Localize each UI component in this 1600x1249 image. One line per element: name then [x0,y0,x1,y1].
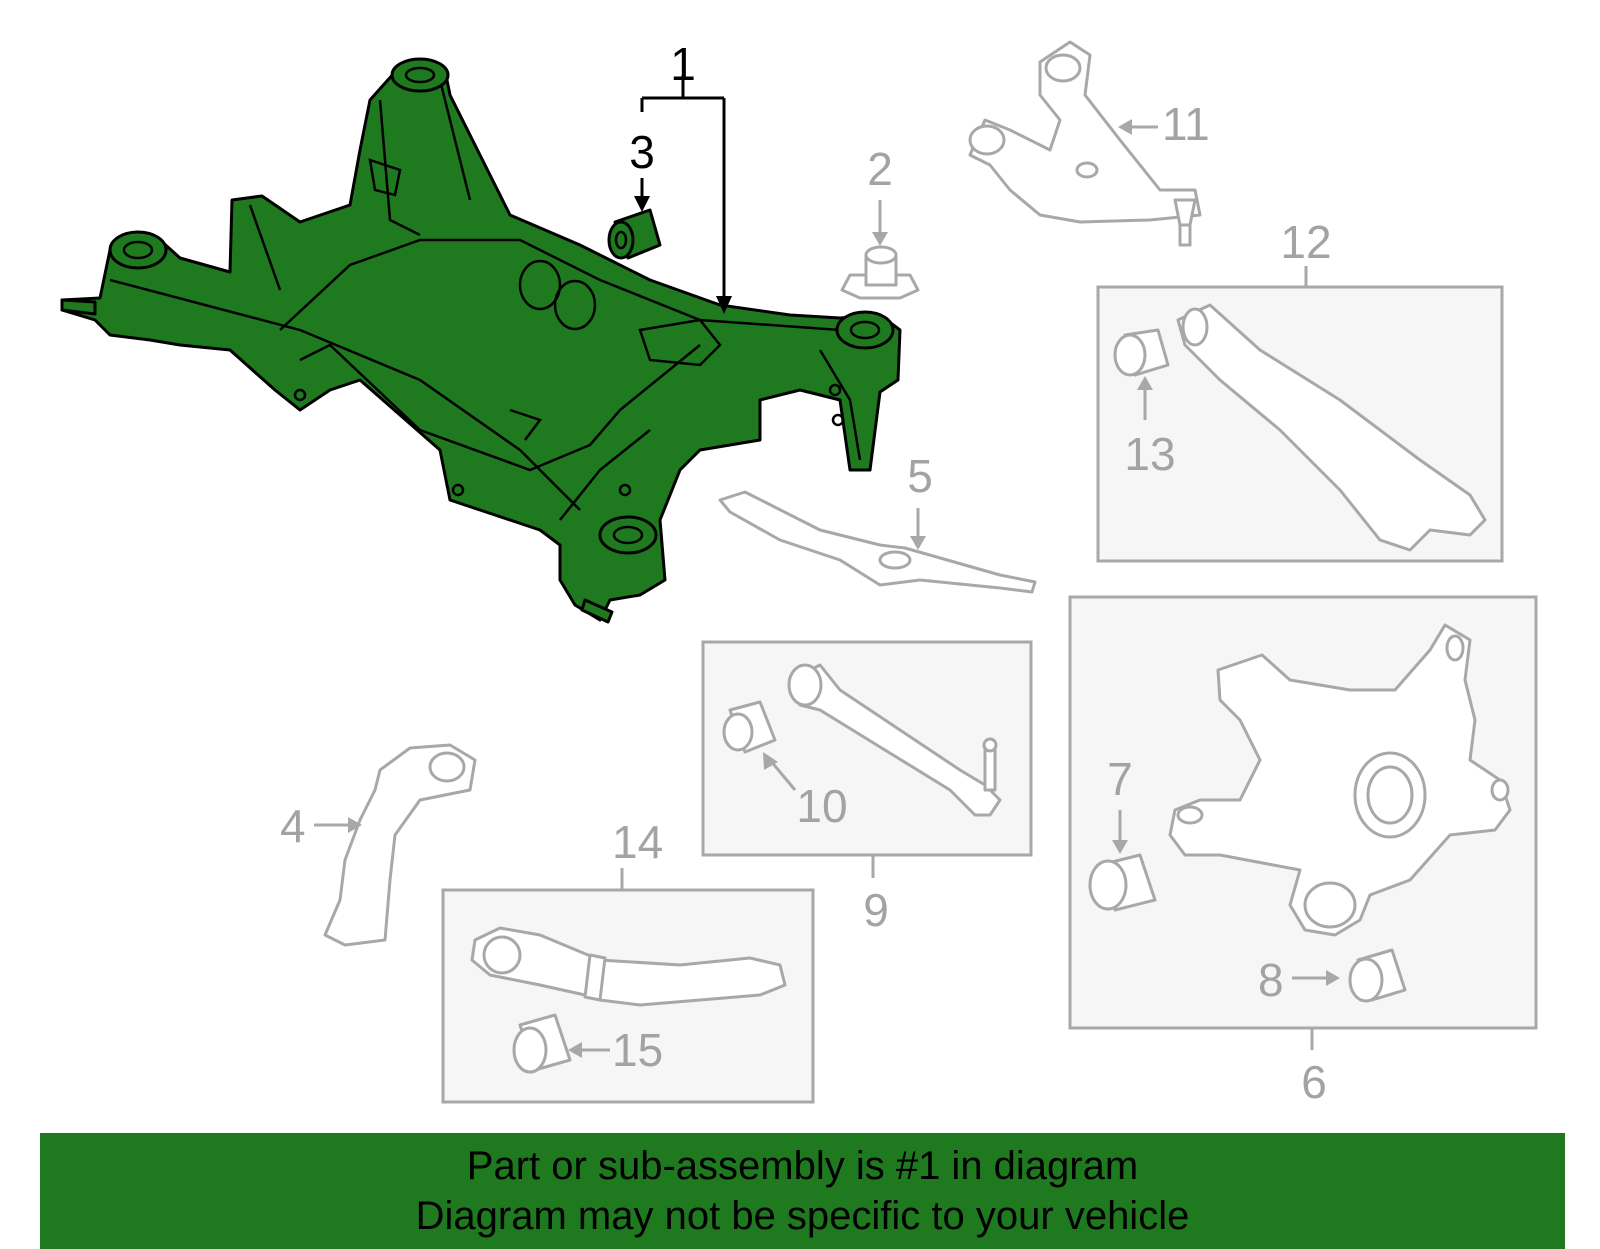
lateral-arm-part-12[interactable] [1176,303,1487,552]
callout-6: 6 [1301,1056,1327,1108]
callout-12: 12 [1280,216,1331,268]
callout-1: 1 [670,38,696,90]
disclaimer-banner: Part or sub-assembly is #1 in diagram Di… [40,1133,1565,1249]
bushing-part-15[interactable] [512,1013,572,1074]
callout-15: 15 [612,1024,663,1076]
callout-11: 11 [1162,98,1210,150]
callout-2-arrow [872,200,888,246]
toe-link-part-9[interactable] [787,663,1002,817]
bushing-part-8[interactable] [1348,948,1407,1003]
banner-line-1: Part or sub-assembly is #1 in diagram [466,1144,1139,1188]
stiffener-part-5[interactable] [718,490,1037,594]
bushing-part-10[interactable] [722,700,777,754]
callout-15-arrow [568,1042,610,1058]
callout-13-arrow [1137,376,1153,420]
subframe-assembly-part-1[interactable] [60,57,902,624]
bracket-part-4[interactable] [323,743,477,947]
bushing-part-7[interactable] [1088,853,1157,912]
trailing-arm-part-14[interactable] [470,926,787,1007]
callout-5-arrow [910,508,926,550]
callout-3-arrow [634,178,650,212]
callout-9: 9 [863,884,889,936]
callout-10: 10 [796,780,847,832]
banner-line-2: Diagram may not be specific to your vehi… [415,1194,1190,1238]
bushing-part-13[interactable] [1113,328,1170,377]
bushing-part-3[interactable] [607,208,662,260]
callout-4-arrow [314,817,362,833]
callout-8-arrow [1292,970,1340,986]
callout-11-arrow [1118,119,1158,135]
callout-2: 2 [867,143,893,195]
callout-1-leader [640,75,732,314]
knuckle-part-6[interactable] [1168,623,1512,937]
mount-part-2[interactable] [840,245,920,300]
callout-5: 5 [907,450,933,502]
callout-14: 14 [612,816,663,868]
upper-control-arm-part-11[interactable] [968,40,1202,247]
callout-7-arrow [1112,810,1128,854]
callout-4: 4 [280,800,306,852]
callout-7: 7 [1107,753,1133,805]
callout-3: 3 [629,126,655,178]
callout-8: 8 [1258,954,1284,1006]
callout-10-arrow [763,752,797,791]
callout-13: 13 [1124,428,1175,480]
